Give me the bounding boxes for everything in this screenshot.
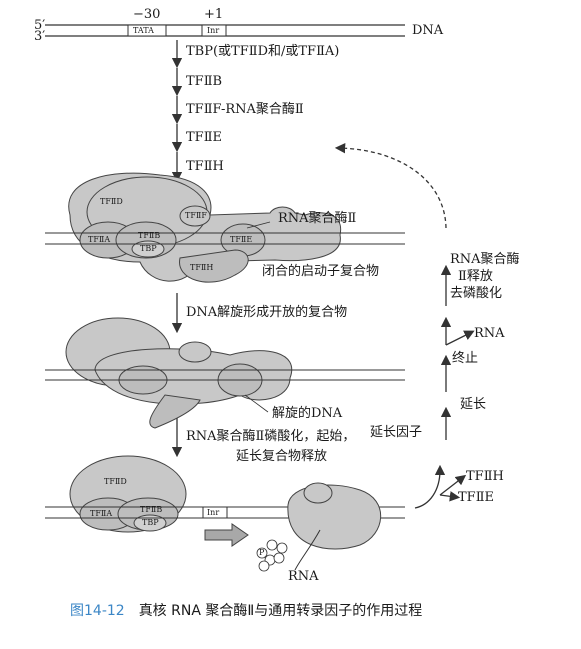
inr-box: Inr (207, 26, 220, 35)
step-tfiih: TFⅡH (186, 159, 224, 174)
step-open: DNA解旋形成开放的复合物 (186, 305, 348, 320)
bottom-left-complex (45, 455, 405, 547)
label-elong-factor: 延长因子 (370, 425, 423, 440)
phosphate-label: P (259, 548, 265, 557)
label-pol2: RNA聚合酶Ⅱ (278, 211, 357, 226)
step-tfiie: TFⅡE (186, 130, 223, 145)
label-release-1: RNA聚合酶 (450, 252, 520, 267)
step-tfiib: TFⅡB (186, 74, 223, 89)
step-phos-2: 延长复合物释放 (236, 449, 328, 464)
label-tfiif: TFⅡF (185, 211, 207, 220)
label-term: 终止 (452, 351, 479, 366)
position-minus30: −30 (133, 7, 161, 22)
dna-top (45, 24, 405, 37)
five-prime-label: 5′ (34, 18, 46, 33)
bottom-label-tfiid: TFⅡD (104, 477, 127, 486)
label-release-2: Ⅱ释放 (458, 269, 493, 284)
release-tfiih: TFⅡH (466, 469, 504, 484)
bottom-label-inr: Inr (207, 508, 220, 517)
dna-label: DNA (412, 23, 444, 38)
label-tfiie: TFⅡE (230, 235, 253, 244)
step-tbp: TBP(或TFⅡD和/或TFⅡA) (186, 44, 340, 59)
bottom-label-rna: RNA (288, 569, 319, 584)
label-unwound-dna: 解旋的DNA (272, 406, 343, 421)
figure-caption: 图14-12 真核 RNA 聚合酶Ⅱ与通用转录因子的作用过程 (70, 600, 422, 620)
label-release-3: 去磷酸化 (450, 286, 503, 301)
position-plus1: +1 (204, 7, 224, 22)
step-phos-1: RNA聚合酶Ⅱ磷酸化，起始， (186, 429, 356, 444)
label-closed-complex: 闭合的启动子复合物 (262, 264, 380, 279)
label-tfiid: TFⅡD (100, 197, 123, 206)
three-prime-label: 3′ (34, 29, 46, 44)
label-tfiib: TFⅡB (138, 231, 161, 240)
step-tfiif-pol: TFⅡF-RNA聚合酶Ⅱ (186, 102, 304, 117)
tata-box: TATA (133, 26, 154, 35)
cycle-arrows (334, 142, 475, 509)
bottom-label-tfiib: TFⅡB (140, 505, 163, 514)
bottom-label-tbp: TBP (142, 518, 159, 527)
bottom-label-tfiia: TFⅡA (90, 509, 113, 518)
label-tbp: TBP (140, 244, 157, 253)
figure-number: 图14-12 (70, 603, 125, 619)
release-tfiie: TFⅡE (458, 490, 495, 505)
label-tfiia: TFⅡA (88, 235, 111, 244)
label-elong: 延长 (460, 397, 487, 412)
label-tfiih: TFⅡH (190, 263, 214, 272)
bottom-pol-complex (256, 482, 382, 572)
label-rna-out: RNA (474, 326, 505, 341)
closed-complex (45, 172, 405, 283)
figure-title: 真核 RNA 聚合酶Ⅱ与通用转录因子的作用过程 (138, 603, 423, 619)
open-complex (45, 317, 405, 429)
